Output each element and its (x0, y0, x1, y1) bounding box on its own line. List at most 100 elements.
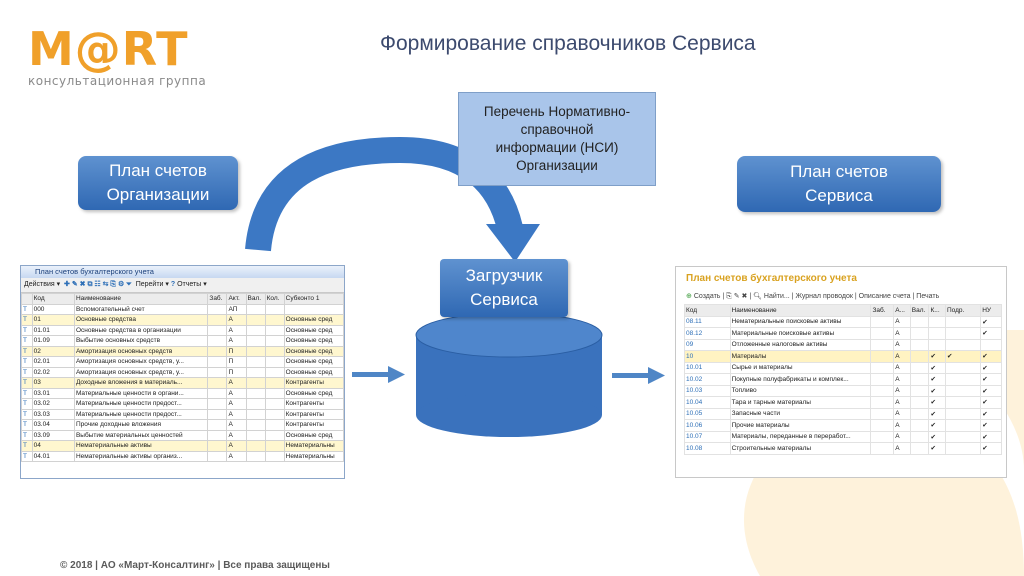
right-column-header[interactable]: Код (684, 304, 731, 317)
table-cell: Вспомогательный счет (73, 303, 209, 315)
help-icon[interactable]: ? (170, 281, 178, 288)
table-cell: Нематериальны (283, 440, 344, 452)
table-cell (207, 398, 228, 410)
table-cell (207, 408, 228, 420)
left-column-header[interactable]: Наименование (73, 293, 209, 305)
loader-box: Загрузчик Сервиса (440, 259, 568, 317)
left-window-toolbar: Действия ▾ ✚ ✎ ✖ ⧉ ☷ ⇆ ⎘ ⚙ ⏷ Перейти ▾ ?… (21, 278, 344, 293)
table-cell (264, 324, 285, 336)
table-cell: Основные сред (283, 387, 344, 399)
table-cell: Контрагенты (283, 419, 344, 431)
left-column-header[interactable]: Кол. (264, 293, 285, 305)
table-cell: П (226, 356, 247, 368)
table-cell (944, 361, 982, 374)
table-cell (870, 338, 895, 351)
table-cell: Основные средства в организации (73, 324, 209, 336)
table-cell: А (226, 450, 247, 462)
table-cell (944, 430, 982, 443)
toolbar-edit-icons[interactable]: | ⎘ ✎ ✖ | 🔍︎ (722, 293, 762, 300)
table-cell (944, 396, 982, 409)
left-column-header[interactable]: Код (31, 293, 75, 305)
actions-menu[interactable]: Действия (24, 281, 55, 288)
create-button[interactable]: Создать (693, 293, 721, 300)
table-cell: Материальные ценности предост... (73, 398, 209, 410)
table-cell: А (893, 327, 911, 340)
right-column-header[interactable]: А... (893, 304, 911, 317)
table-cell: А (893, 419, 911, 432)
right-column-header[interactable]: К... (928, 304, 946, 317)
left-column-header[interactable]: Акт. (226, 293, 247, 305)
table-cell: Основные сред (283, 314, 344, 326)
left-column-header[interactable]: Субконто 1 (283, 293, 344, 305)
arrow-left-to-loader (352, 366, 405, 383)
table-cell (264, 366, 285, 378)
right-column-header[interactable]: Наименование (729, 304, 872, 317)
table-cell: 01.09 (31, 335, 75, 347)
table-cell: А (226, 335, 247, 347)
table-cell (207, 387, 228, 399)
table-cell: А (893, 373, 911, 386)
table-cell (245, 387, 266, 399)
left-column-header[interactable]: Заб. (207, 293, 228, 305)
table-cell (944, 338, 982, 351)
table-cell: ✔ (928, 373, 946, 386)
left-column-header[interactable]: Вал. (245, 293, 266, 305)
table-cell: АП (226, 303, 247, 315)
print-button[interactable]: Печать (916, 293, 940, 300)
right-column-header[interactable]: Заб. (870, 304, 895, 317)
table-cell: Доходные вложения в материаль... (73, 377, 209, 389)
table-cell: Амортизация основных средств (73, 345, 209, 357)
table-cell: 000 (31, 303, 75, 315)
table-cell: Материальные ценности предост... (73, 408, 209, 420)
account-icon: T (21, 356, 33, 368)
table-cell: А (226, 387, 247, 399)
table-cell: Тара и тарные материалы (729, 396, 872, 409)
find-button[interactable]: Найти... (763, 293, 790, 300)
nsi-line-4: Организации (516, 158, 598, 173)
table-cell (283, 303, 344, 315)
goto-menu[interactable]: Перейти (135, 281, 164, 288)
description-button[interactable]: Описание счета (858, 293, 911, 300)
table-cell: Основные сред (283, 335, 344, 347)
table-cell: Покупные полуфабрикаты и комплек... (729, 373, 872, 386)
plan-org-line-2: Организации (106, 185, 210, 204)
table-cell: Амортизация основных средств, у... (73, 366, 209, 378)
right-column-header[interactable]: Подр. (944, 304, 982, 317)
right-column-header[interactable]: НУ (980, 304, 1002, 317)
table-cell: ✔ (980, 419, 1002, 432)
toolbar-icons[interactable]: ✚ ✎ ✖ ⧉ ☷ ⇆ ⎘ ⚙ ⏷ (62, 281, 134, 288)
table-cell: Материальные поисковые активы (729, 327, 872, 340)
reports-menu[interactable]: Отчеты (177, 281, 202, 288)
table-cell (264, 335, 285, 347)
journal-button[interactable]: Журнал проводок (795, 293, 853, 300)
right-column-header[interactable]: Вал. (909, 304, 930, 317)
table-cell: А (893, 407, 911, 420)
